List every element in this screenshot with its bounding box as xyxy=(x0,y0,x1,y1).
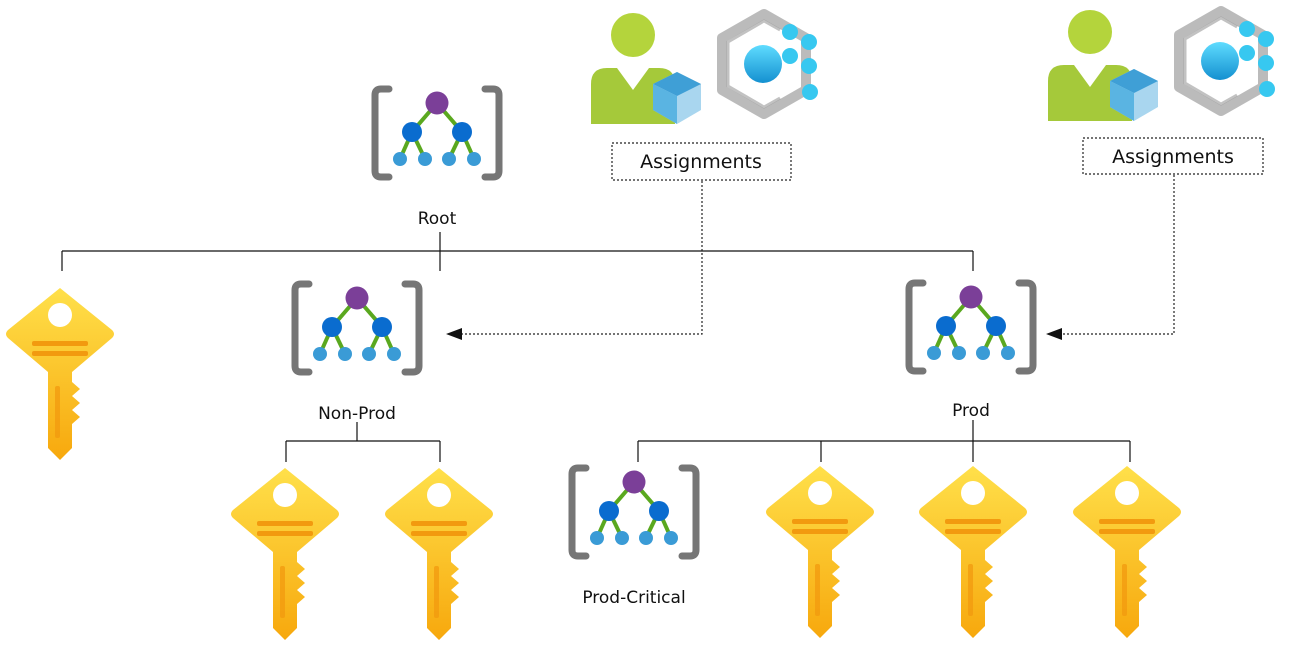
policy-hexagon-icon xyxy=(1179,11,1275,111)
subscription-key-icon[interactable] xyxy=(231,468,339,640)
subscription-key-icon[interactable] xyxy=(1073,466,1181,638)
connector-lines xyxy=(61,232,1131,462)
prod-label: Prod xyxy=(952,401,990,421)
assignment-arrow-nonprod xyxy=(446,181,703,340)
management-group-icon xyxy=(295,284,419,372)
management-group-icon xyxy=(909,283,1033,371)
user-role-icon xyxy=(591,13,701,124)
non-prod-node[interactable]: Non-Prod xyxy=(295,284,419,424)
assignments-group-1[interactable]: Assignments xyxy=(591,13,818,181)
subscription-key-icon[interactable] xyxy=(385,468,493,640)
root-label: Root xyxy=(418,209,457,229)
assignments-box xyxy=(611,142,792,181)
policy-hexagon-icon xyxy=(722,14,818,114)
user-role-icon xyxy=(1048,10,1158,121)
assignments-group-2[interactable]: Assignments xyxy=(1048,10,1275,175)
subscription-key-icon[interactable] xyxy=(919,466,1027,638)
non-prod-label: Non-Prod xyxy=(318,404,396,424)
management-group-icon xyxy=(572,468,696,556)
management-group-icon xyxy=(375,89,499,177)
assignments-label: Assignments xyxy=(640,151,762,173)
prod-node[interactable]: Prod xyxy=(909,283,1033,421)
assignment-arrow-prod xyxy=(1046,175,1175,340)
assignments-label: Assignments xyxy=(1112,146,1234,168)
prod-critical-label: Prod-Critical xyxy=(582,588,685,608)
root-node[interactable]: Root xyxy=(375,89,499,229)
prod-critical-node[interactable]: Prod-Critical xyxy=(572,468,696,608)
assignments-box xyxy=(1082,137,1264,175)
subscription-key-icon[interactable] xyxy=(6,288,114,460)
subscription-key-icon[interactable] xyxy=(766,466,874,638)
